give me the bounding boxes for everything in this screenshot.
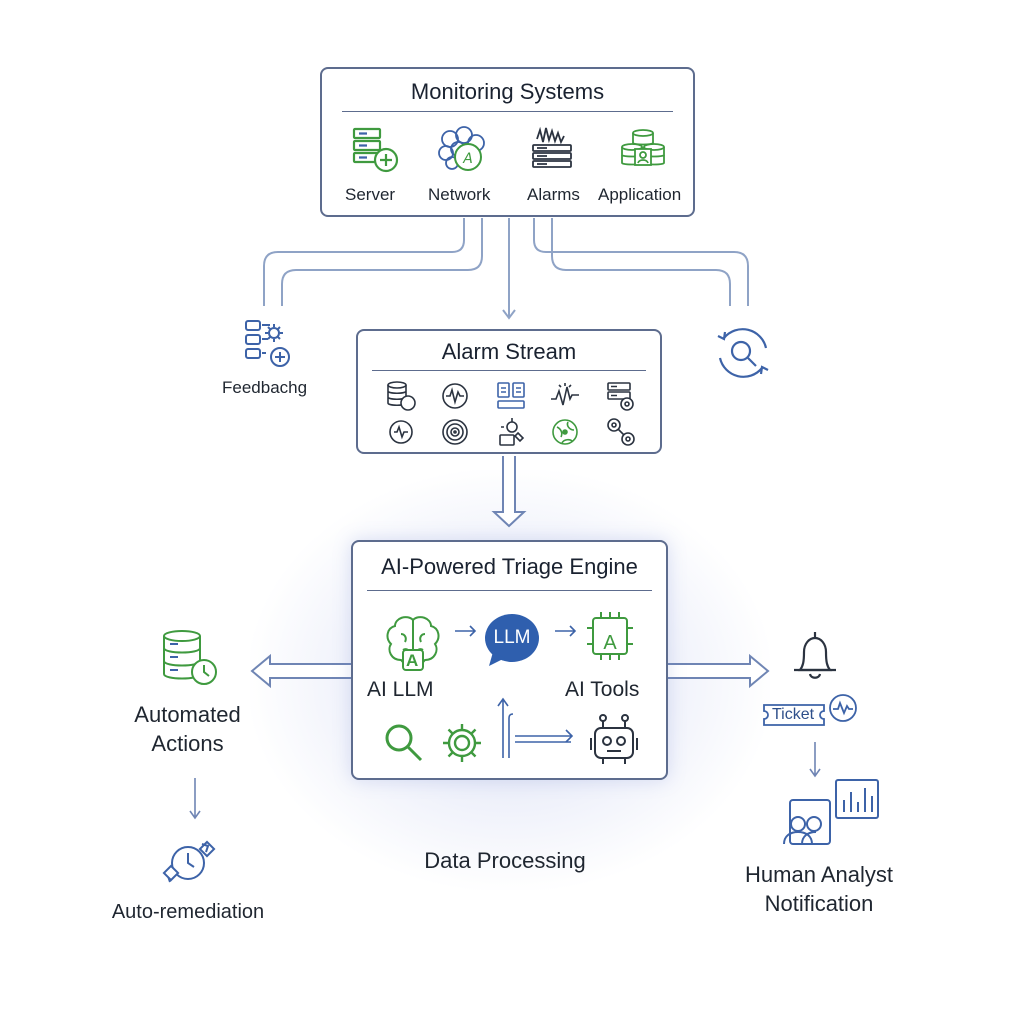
source-label-server: Server (345, 185, 396, 204)
llm-bubble-label: LLM (493, 627, 531, 648)
automated-actions-arrow (250, 653, 352, 689)
application-stack-icon (617, 125, 669, 175)
svg-text:A: A (462, 151, 473, 167)
ticket-label: Ticket (772, 706, 815, 723)
analyst-chart-icon (776, 778, 882, 850)
server-plus-icon (350, 125, 400, 175)
triage-engine-title: AI-Powered Triage Engine (381, 554, 638, 579)
data-processing-label: Data Processing (424, 848, 586, 873)
ai-tools-label: AI Tools (565, 678, 640, 701)
refresh-search-icon (708, 318, 778, 388)
ai-llm-badge: A (406, 651, 419, 670)
feedback-connector-outer (263, 218, 465, 306)
llm-to-tools-arrow (553, 624, 579, 643)
globe-network-icon (548, 415, 582, 449)
signal-circle-icon (384, 415, 418, 449)
auto-remediation-icon (162, 836, 218, 890)
alarm-stack-icon (527, 125, 577, 175)
feedback-list-icon (240, 315, 296, 371)
search-icon (381, 720, 427, 766)
ticket-arrow (809, 742, 821, 778)
ai-chip-icon (585, 608, 635, 664)
auto-remediation-label: Auto-remediation (111, 901, 265, 923)
source-label-alarms: Alarms (527, 185, 580, 204)
human-analyst-line1: Human Analyst (745, 862, 893, 887)
monitoring-systems-panel: Monitoring Systems Server A Network (320, 67, 695, 217)
llm-chat-bubble-icon (483, 612, 541, 668)
robot-icon (589, 712, 639, 768)
alarm-stream-panel: Alarm Stream (356, 329, 662, 454)
ai-llm-label: AI LLM (367, 678, 434, 701)
ai-tools-badge: A (603, 632, 617, 654)
ticket-icon (760, 697, 830, 731)
waveform-circle-icon (438, 379, 472, 413)
alarm-stream-title: Alarm Stream (441, 339, 577, 364)
radar-icon (438, 415, 472, 449)
triage-engine-panel: AI-Powered Triage Engine A LLM A AI LLM … (351, 540, 668, 780)
notification-arrow (668, 653, 770, 689)
feedback-connector-inner (281, 218, 483, 306)
database-gear-icon (604, 379, 638, 413)
engine-input-arrow (491, 456, 527, 528)
monitoring-title-rule (342, 111, 673, 112)
gear-icon (439, 720, 485, 766)
source-label-network: Network (428, 185, 491, 204)
triage-engine-rule (367, 590, 652, 591)
brain-to-llm-arrow (453, 624, 479, 643)
link-chain-icon (604, 415, 638, 449)
refresh-connector-inner (551, 218, 731, 306)
alarm-stream-arrowhead (502, 309, 516, 320)
heartbeat-circle-icon (826, 691, 860, 725)
database-clock-icon (158, 628, 224, 690)
human-analyst-line2: Notification (764, 891, 874, 916)
network-globe-icon: A (436, 125, 488, 175)
database-circle-icon (384, 379, 418, 413)
spike-wave-icon (548, 379, 582, 413)
ai-brain-icon (381, 612, 445, 674)
refresh-connector-outer (533, 218, 749, 306)
bell-icon (788, 628, 842, 684)
flow-arrow-up-right (491, 692, 583, 762)
monitoring-systems-title: Monitoring Systems (410, 79, 605, 104)
auto-remediation-arrow (189, 778, 201, 820)
server-pair-icon (494, 379, 528, 413)
automated-actions-line1: Automated (134, 702, 241, 727)
alarm-stream-rule (372, 370, 646, 371)
automated-actions-line2: Actions (151, 731, 224, 756)
feedback-label: Feedbachg (222, 378, 308, 397)
device-tool-icon (494, 415, 528, 449)
source-label-application: Application (598, 185, 682, 204)
